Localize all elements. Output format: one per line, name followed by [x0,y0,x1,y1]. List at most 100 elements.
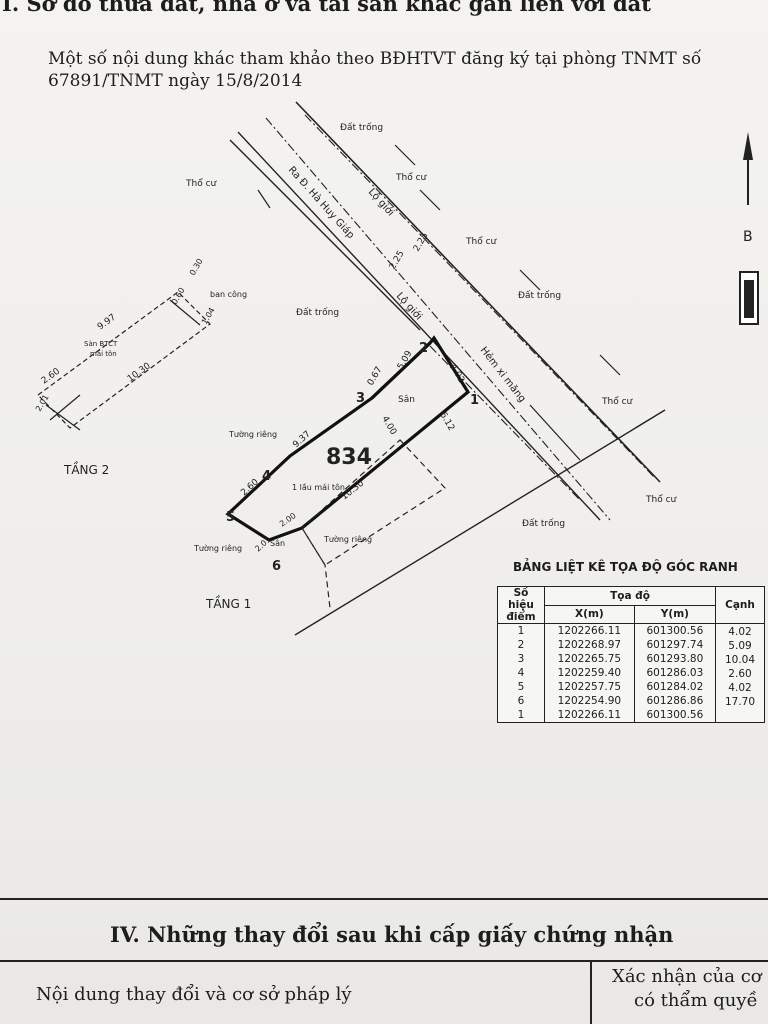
point-4: 4 [262,469,271,484]
label-tho-cu-5: Thổ cư [645,494,678,505]
label-tang2: TẦNG 2 [63,461,109,477]
cell-x: 1202266.11 [544,708,635,723]
label-lo-gioi-2: Lộ giới [394,290,425,322]
label-tuong-rieng-3: Tường riêng [193,543,242,553]
confirmation-header-line2: có thẩm quyề [634,990,758,1011]
label-san-btct-2: mái tôn [90,350,117,358]
cell-edge: 4.02 [715,623,765,638]
label-san-top: Sân [398,395,415,405]
label-tho-cu-4: Thổ cư [601,396,634,407]
label-tho-cu-1: Thổ cư [185,178,218,189]
cell-x: 1202254.90 [544,694,635,708]
header-x: X(m) [544,604,635,624]
header-y: Y(m) [633,604,717,624]
cell-y: 601300.56 [633,708,717,723]
label-san-btct: Sàn BTCT [84,340,118,348]
dim-d19: 2.01 [34,393,51,413]
label-tho-cu-2: Thổ cư [395,172,428,183]
column-divider [590,960,592,1024]
label-tang1: TẦNG 1 [205,595,251,611]
section-divider [0,898,768,900]
change-content-header: Nội dung thay đổi và cơ sở pháp lý [36,984,352,1005]
cell-x: 1202266.11 [544,623,635,638]
dim-d6: 4.00 [379,415,398,438]
point-2: 2 [419,341,428,356]
label-mai-ton: 1 lầu mái tôn [292,482,345,492]
header-coordinates: Tọa độ [544,586,716,606]
point-6: 6 [272,559,281,574]
parcel-number: 834 [326,445,372,470]
section4-title: IV. Những thay đổi sau khi cấp giấy chứn… [110,922,674,947]
cell-point: 4 [497,666,545,680]
label-ban-cong: ban công [210,289,247,299]
cell-x: 1202259.40 [544,666,635,680]
cell-y: 601300.56 [633,623,717,638]
section-title: I. Sơ đồ thửa đất, nhà ở và tài sản khác… [2,0,651,16]
label-dat-trong-right: Đất trống [518,290,561,301]
dim-d17: 1.04 [200,306,217,326]
cell-point: 5 [497,680,545,694]
header-point: Số hiệu điểm [497,586,545,624]
cell-edge [715,708,765,723]
label-san-bottom: Sân [270,539,285,548]
cell-y: 601293.80 [633,652,717,666]
point-1: 1 [470,393,479,408]
scale-bar-icon [739,271,759,325]
cell-edge: 17.70 [715,694,765,708]
cell-edge: 4.02 [715,680,765,694]
confirmation-header-line1: Xác nhận của cơ [612,966,762,987]
cell-point: 1 [497,623,545,638]
cell-y: 601286.86 [633,694,717,708]
cell-y: 601297.74 [633,638,717,652]
label-road-name: Ra Đ. Hà Huy Giáp [286,164,357,241]
parcel-map: B [34,101,759,636]
dim-d15: 2.60 [40,366,62,386]
coordinate-table-title: BẢNG LIỆT KÊ TỌA ĐỘ GÓC RANH [513,560,738,574]
cell-x: 1202265.75 [544,652,635,666]
dim-d14: 10.30 [126,361,153,384]
north-arrow-icon [743,132,753,205]
label-dat-trong-mid: Đất trống [296,307,339,318]
label-tuong-rieng-2: Tường riêng [323,534,372,544]
parcel-834-outline [225,335,471,609]
point-3: 3 [356,391,365,406]
dim-d13: 9.97 [96,313,118,333]
cell-point: 1 [497,708,545,723]
reference-note-line1: Một số nội dung khác tham khảo theo BĐHT… [48,49,702,69]
dim-d11: 2.00 [278,511,298,529]
dim-d16: 0.30 [188,257,205,277]
cell-point: 2 [497,638,545,652]
floor2-sketch [37,291,211,431]
label-dat-trong-bottom: Đất trống [522,518,565,529]
cell-x: 1202257.75 [544,680,635,694]
cell-edge: 2.60 [715,666,765,680]
label-tuong-rieng-1: Tường riêng [228,429,277,439]
cell-x: 1202268.97 [544,638,635,652]
cell-point: 3 [497,652,545,666]
label-dat-trong-top: Đất trống [340,122,383,133]
reference-note-line2: 67891/TNMT ngày 15/8/2014 [48,71,303,91]
header-edge: Cạnh [715,586,765,624]
cell-edge: 10.04 [715,652,765,666]
cell-point: 6 [497,694,545,708]
label-tho-cu-3: Thổ cư [465,236,498,247]
compass-label: B [743,229,753,245]
cell-edge: 5.09 [715,638,765,652]
dim-d18: 0.60 [170,286,187,306]
cell-y: 601284.02 [633,680,717,694]
cell-y: 601286.03 [633,666,717,680]
dim-d1: 2.25 [388,249,407,271]
section4-rule [0,960,768,962]
dim-d7: 6.12 [437,411,456,433]
dim-d3: 0.67 [366,365,385,387]
point-5: 5 [226,510,235,525]
